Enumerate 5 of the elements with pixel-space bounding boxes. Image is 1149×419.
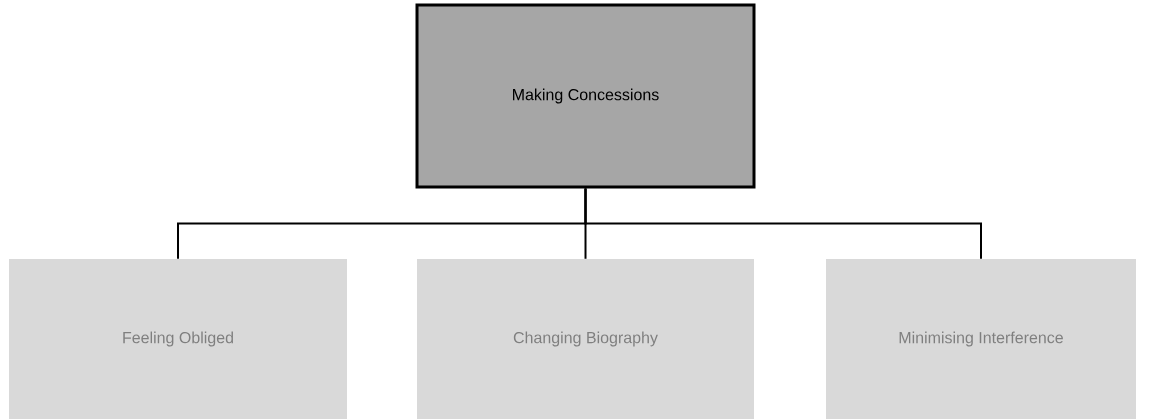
category-box: Feeling Obliged <box>9 259 347 419</box>
category-box: Changing Biography <box>417 259 754 419</box>
connector-line <box>584 187 982 260</box>
heading-box: Making Concessions <box>415 3 756 189</box>
category-box: Minimising Interference <box>826 259 1136 419</box>
